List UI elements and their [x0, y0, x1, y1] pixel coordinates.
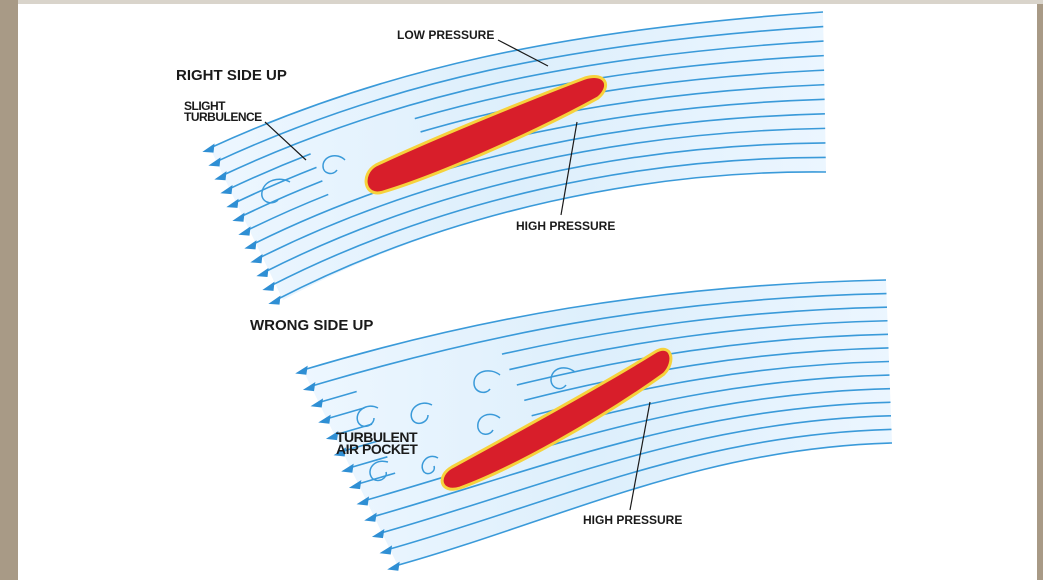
- flow-arrowhead: [379, 545, 393, 555]
- flow-arrowhead: [238, 226, 252, 236]
- flow-arrowhead: [371, 529, 385, 539]
- flow-arrowhead: [302, 382, 316, 392]
- flow-arrowhead: [295, 366, 309, 376]
- flow-arrowhead: [348, 480, 362, 490]
- high-pressure-label-bottom: HIGH PRESSURE: [583, 513, 682, 527]
- wrong-side-up-title: WRONG SIDE UP: [250, 317, 373, 334]
- flow-arrowhead: [226, 199, 240, 209]
- turbulent-label-2: AIR POCKET: [336, 441, 418, 457]
- flow-arrowhead: [341, 464, 355, 474]
- flow-arrowhead: [232, 213, 246, 223]
- flow-arrowhead: [310, 398, 324, 408]
- flow-arrowhead: [356, 496, 370, 506]
- flow-arrowhead: [256, 268, 270, 278]
- flow-arrowhead: [318, 415, 332, 425]
- flow-arrowhead: [268, 295, 282, 305]
- flow-arrowhead: [262, 282, 276, 292]
- flow-arrowhead: [208, 157, 222, 167]
- flow-arrowhead: [387, 562, 401, 572]
- flow-arrowhead: [244, 240, 258, 250]
- flow-arrowhead: [202, 143, 216, 153]
- wrong-side-up-diagram: WRONG SIDE UP TURBULENT AIR POCKET HIGH …: [250, 280, 892, 572]
- low-pressure-label: LOW PRESSURE: [397, 28, 494, 42]
- right-side-up-title: RIGHT SIDE UP: [176, 67, 287, 84]
- flow-arrowhead: [250, 254, 264, 264]
- high-pressure-label-top: HIGH PRESSURE: [516, 219, 615, 233]
- flow-arrowhead: [220, 185, 234, 195]
- slight-turbulence-label-2: TURBULENCE: [184, 110, 262, 124]
- flow-arrowhead: [214, 171, 228, 181]
- right-side-up-diagram: RIGHT SIDE UP LOW PRESSURE SLIGHT TURBUL…: [176, 12, 826, 306]
- flow-arrowhead: [364, 513, 378, 523]
